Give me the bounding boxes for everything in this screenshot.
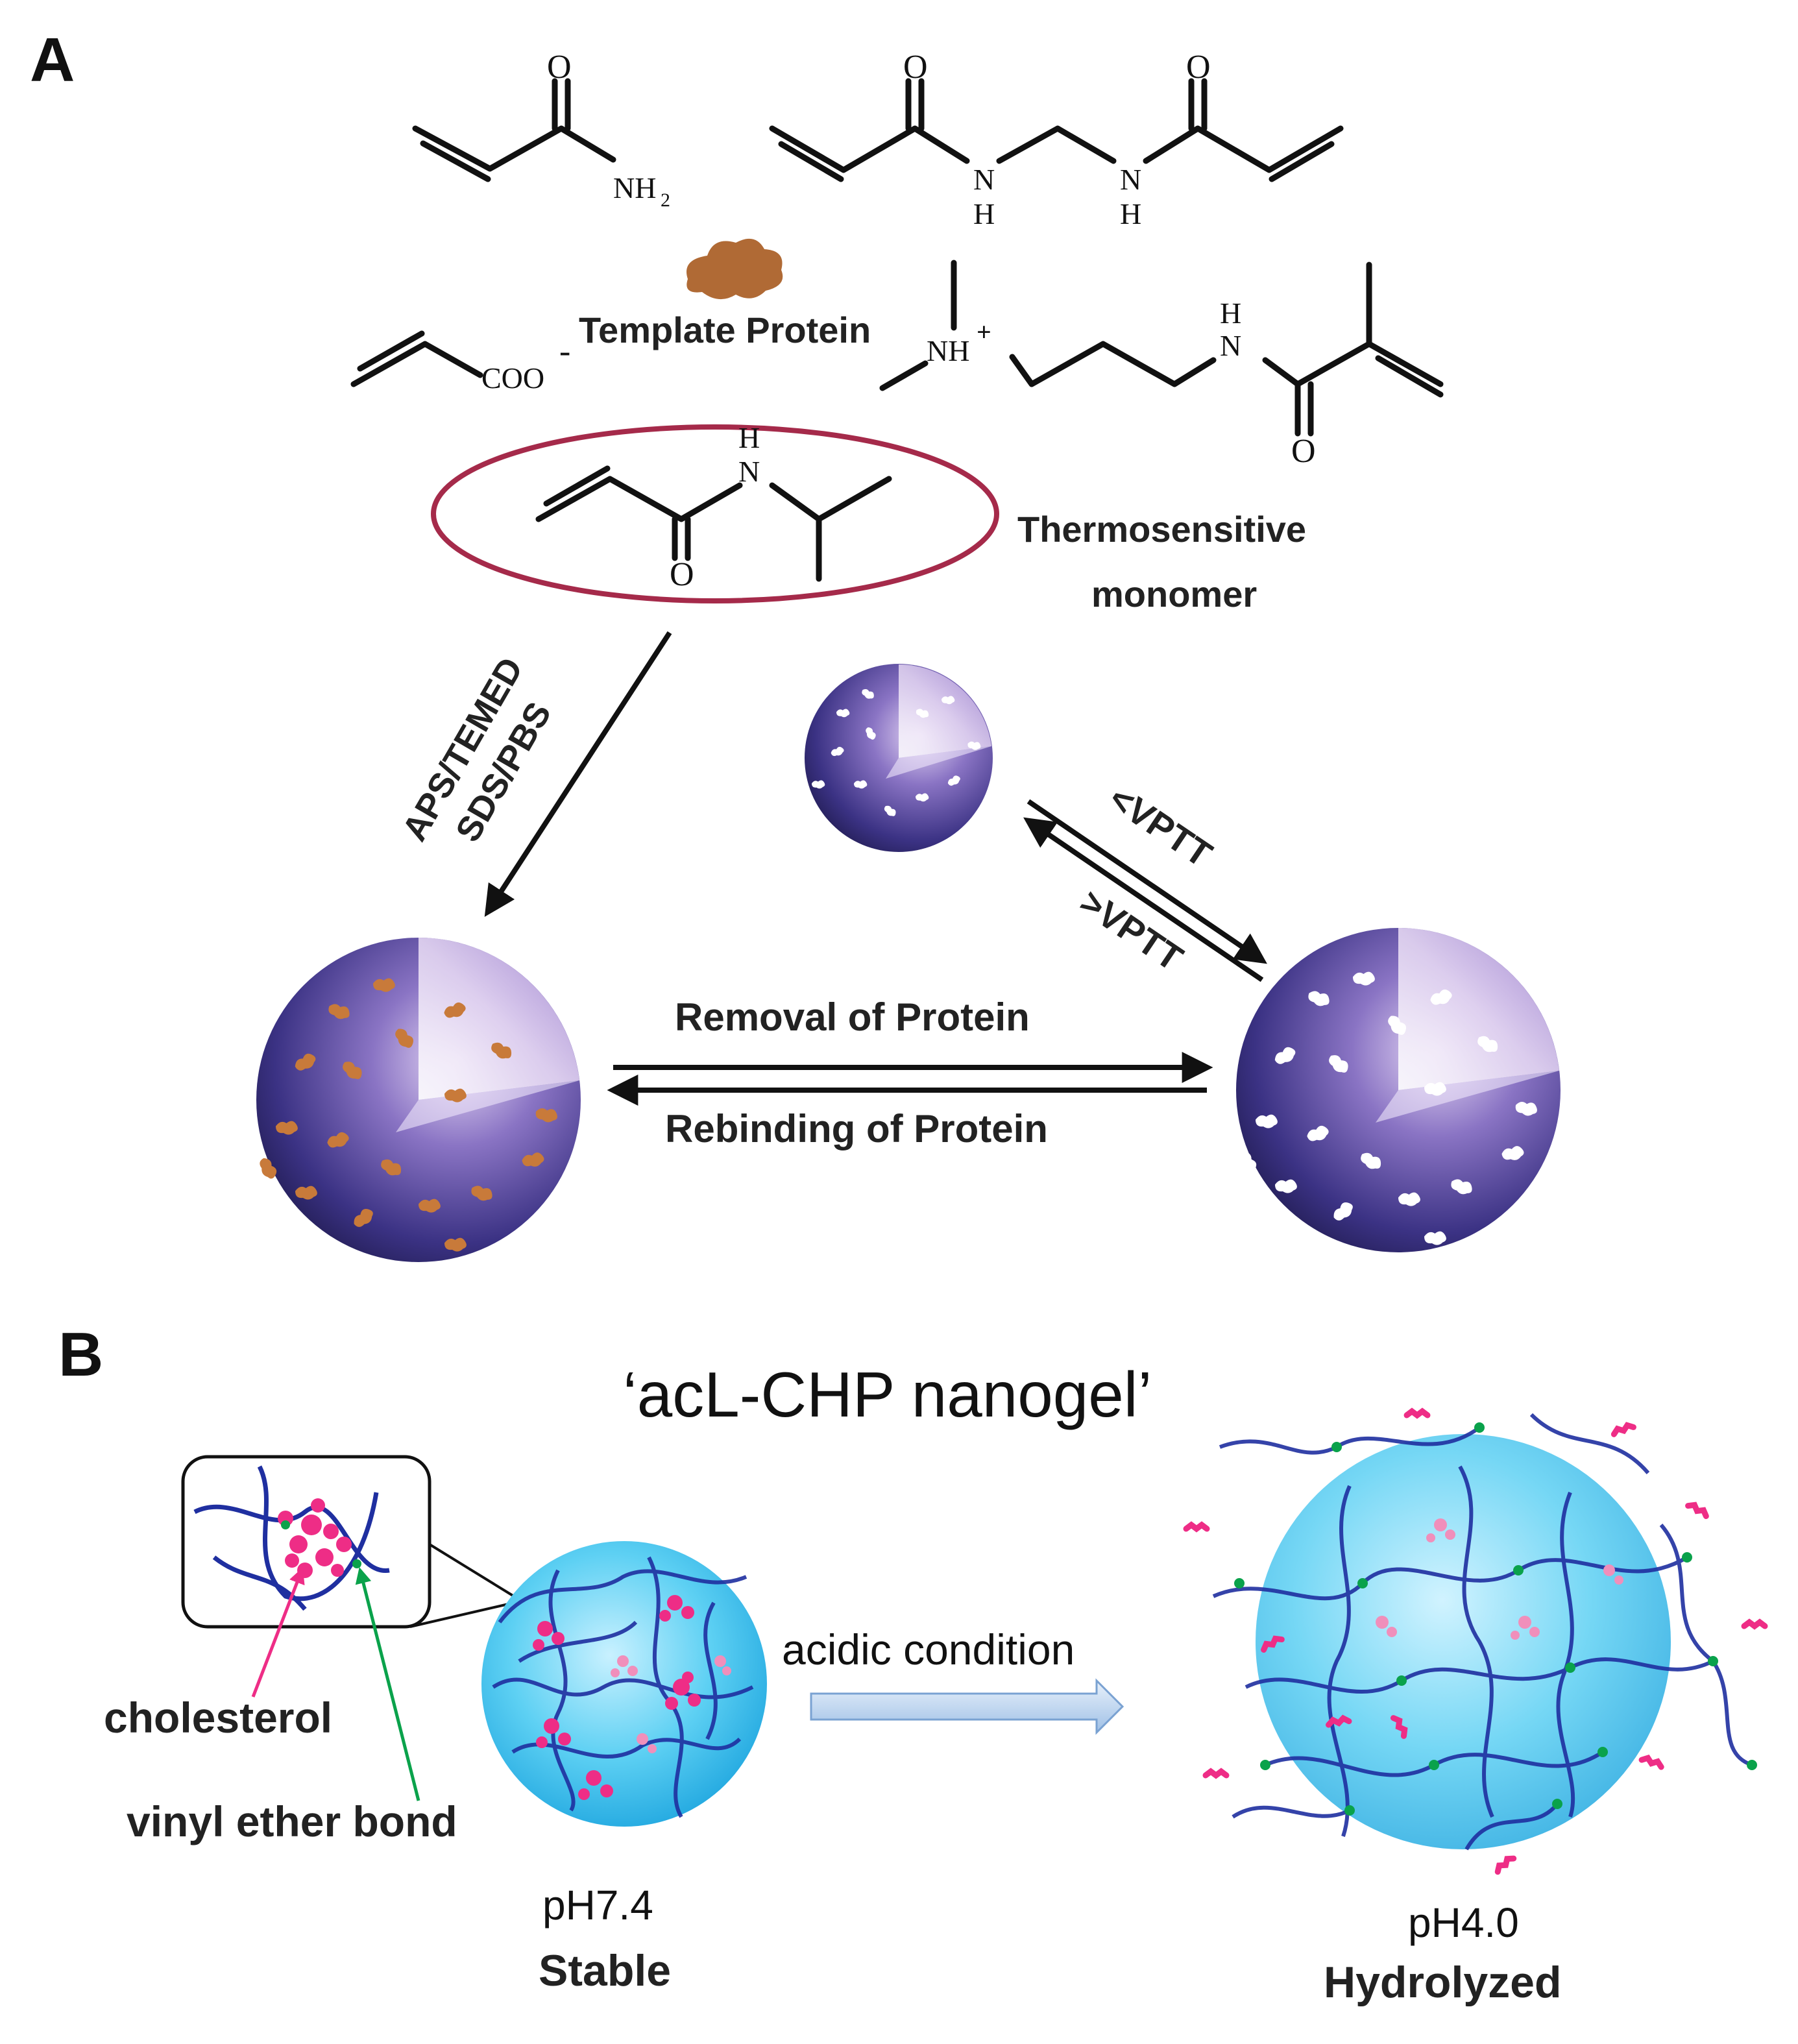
hydrolyzed-label: Hydrolyzed <box>1324 1958 1562 2007</box>
panel-b-title: ‘acL-CHP nanogel’ <box>623 1359 1152 1430</box>
nipam-structure: N H O <box>535 421 892 593</box>
atom-coo: COO <box>481 361 544 395</box>
atom-nh-plus: NH <box>927 334 969 367</box>
ph-stable-label: pH7.4 <box>542 1882 653 1928</box>
imprinted-nanogel-sphere <box>1235 928 1561 1252</box>
template-protein-label: Template Protein <box>579 310 871 350</box>
cationic-monomer-structure: NH + H N O <box>879 260 1444 470</box>
atom-charge-minus: - <box>559 333 570 370</box>
protein-loaded-nanogel-sphere <box>256 938 581 1262</box>
template-protein-icon <box>686 238 783 300</box>
atom-o: O <box>903 49 928 86</box>
panel-a-label: A <box>30 25 75 95</box>
above-vptt-label: >VPTT <box>1073 881 1190 979</box>
atom-nh2: NH <box>613 171 656 204</box>
atom-o: O <box>1186 49 1211 86</box>
above-vptt-arrow <box>1023 817 1264 982</box>
collapsed-nanogel-sphere <box>805 664 993 852</box>
zoom-callout <box>181 1455 515 1629</box>
atom-h: H <box>1220 297 1241 330</box>
acidic-condition-arrow <box>810 1678 1124 1735</box>
acrylate-structure: COO - <box>350 330 570 395</box>
cholesterol-label: cholesterol <box>104 1694 332 1742</box>
atom-n: N <box>1120 163 1141 196</box>
thermosensitive-label-line2: monomer <box>1091 574 1257 614</box>
vinyl-ether-label: vinyl ether bond <box>127 1797 457 1845</box>
atom-n: N <box>973 163 995 196</box>
atom-h: H <box>973 197 995 230</box>
stable-nanogel <box>481 1541 767 1827</box>
atom-h: H <box>738 421 760 454</box>
atom-o: O <box>547 49 572 86</box>
acidic-condition-label: acidic condition <box>782 1625 1075 1673</box>
atom-charge-plus: + <box>977 317 991 347</box>
vinyl-pointer <box>355 1567 420 1801</box>
acrylamide-structure: O NH 2 <box>412 49 670 211</box>
below-vptt-label: <VPTT <box>1102 777 1219 875</box>
cholesterol-pointer <box>251 1567 305 1697</box>
removal-label: Removal of Protein <box>675 995 1030 1039</box>
reagent-labels: APS/TEMED SDS/PBS <box>395 651 559 848</box>
bisacrylamide-structure: O O N H N H <box>769 49 1344 230</box>
panel-b-label: B <box>58 1320 103 1389</box>
below-vptt-arrow <box>1027 799 1267 964</box>
ph-hydrolyzed-label: pH4.0 <box>1408 1899 1519 1946</box>
atom-h: H <box>1120 197 1141 230</box>
stable-label: Stable <box>539 1946 671 1995</box>
thermosensitive-highlight-ellipse <box>431 424 999 603</box>
atom-subscript: 2 <box>661 189 670 211</box>
atom-n: N <box>738 455 760 488</box>
thermosensitive-label-line1: Thermosensitive <box>1017 509 1306 550</box>
hydrolyzed-nanogel <box>1186 1411 1765 1872</box>
rebinding-label: Rebinding of Protein <box>665 1107 1048 1150</box>
atom-o: O <box>670 556 694 593</box>
polymerization-arrow <box>484 631 672 918</box>
atom-o: O <box>1291 433 1316 470</box>
atom-n: N <box>1220 329 1241 362</box>
